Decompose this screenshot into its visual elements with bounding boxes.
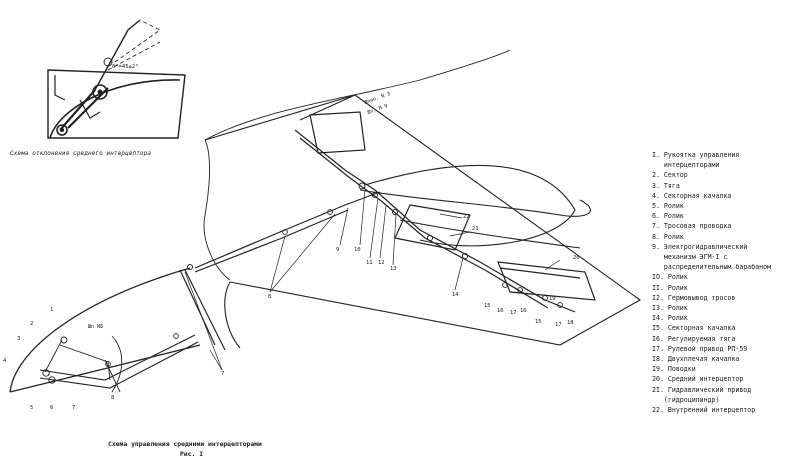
part-label: 15 [484,303,491,309]
part-label: 17 [510,310,517,316]
legend-item: I2. Гермовывод тросов [652,293,736,302]
part-label: 21 [472,226,479,232]
nose-section [9,263,201,393]
part-label: 20 [573,255,580,261]
legend-item: I. Рукоятка управления интерцепторами [652,151,740,170]
frame-label-3: Шп N8 [88,324,103,330]
part-label: 7 [221,371,224,377]
part-label: 3 [17,336,20,342]
part-label: 9 [336,247,339,253]
interceptor-panels [309,111,596,301]
legend-item: 7. Тросовая проводка [652,222,732,231]
legend-item: 8. Ролик [652,232,684,241]
legend-item: II. Ролик [652,283,688,292]
inset-caption: Схема отклонения среднего интерцептора [10,150,152,157]
legend-item: 3. Тяга [652,181,680,190]
part-label: 16 [520,308,527,314]
part-label: 4 [3,358,7,364]
legend-item: I9. Поводки [652,365,696,374]
legend-item: I6. Регулируемая тяга [652,334,736,343]
legend-item: 20. Средний интерцептор [652,375,744,384]
part-label: 5 [30,405,33,411]
cable-run [179,129,576,351]
legend-item: 2. Сектор [652,171,688,180]
frame-label-2: Шп. N 9 [367,103,389,116]
part-label: 7 [72,405,75,411]
part-label: 14 [452,292,459,298]
wing-planform [204,94,642,349]
part-label: 13 [390,266,397,272]
legend-item: I5. Секторная качалка [652,324,736,333]
part-label: 12 [378,260,385,266]
inset-sketch [47,19,186,139]
legend-item: IO. Ролик [652,273,688,282]
part-label: 8 [268,294,271,300]
part-label: 10 [354,247,361,253]
legend-item: 2I. Гидравлический привод (гидроцилиндр) [652,385,752,404]
part-label: 16 [497,308,504,314]
leader-lines [184,189,561,371]
legend-item: 9. Электрогидравлический механизм ЭГМ-I … [652,242,772,272]
legend-item: I4. Ролик [652,314,688,323]
diagram-title: Схема управления средними интерцепторами [108,440,262,448]
legend-item: 4. Секторная качалка [652,191,732,200]
legend-item: I8. Двухплечая качалка [652,355,740,364]
part-label: 15 [535,319,542,325]
legend-item: I7. Рулевой привод РП-59 [652,344,748,353]
legend-item: 5. Ролик [652,202,684,211]
part-label: 2 [30,321,33,327]
part-label: 22 [463,214,470,220]
legend-item: I3. Ролик [652,304,688,313]
part-label: 11 [366,260,373,266]
figure-number: Рис. I [180,450,204,458]
part-label: 18 [567,320,574,326]
part-label: 17 [555,322,562,328]
inset-angle-label: δ°=45±2° [112,64,139,70]
part-label: 19 [549,296,556,302]
fuselage-contour [204,49,511,141]
frame-label-1: Шпан. N 3 [364,91,392,106]
part-label: 8 [111,395,114,401]
legend-item: 22. Внутренний интерцептор [652,406,756,415]
legend-item: 6. Ролик [652,212,684,221]
part-label: 6 [50,405,53,411]
pulleys [282,182,563,308]
part-label: 1 [50,307,53,313]
diagram-lines [9,19,642,393]
parts-legend: I. Рукоятка управления интерцепторами 2.… [652,150,798,415]
